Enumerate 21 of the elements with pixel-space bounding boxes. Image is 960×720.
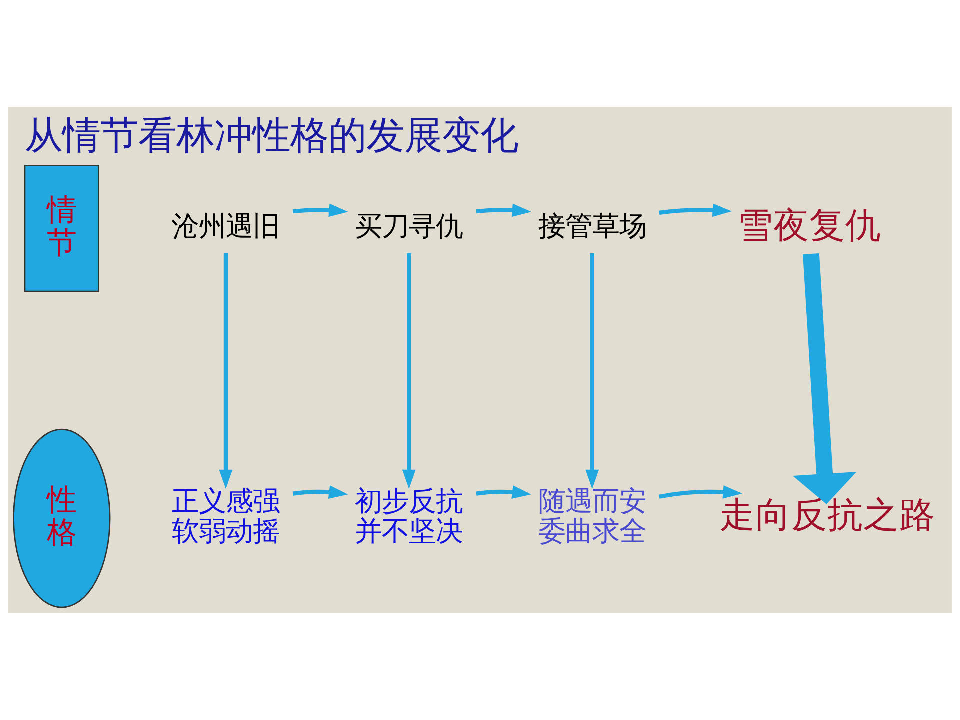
arrow — [292, 486, 348, 499]
node-text: 初步反抗并不坚决 — [355, 486, 464, 548]
arrow — [402, 254, 416, 490]
diagram-title: 从情节看林冲性格的发展变化 — [24, 114, 518, 159]
arrow — [659, 486, 742, 499]
node-text: 沧州遇旧 — [172, 212, 280, 243]
arrow — [476, 486, 532, 499]
node-text: 买刀寻仇 — [355, 212, 464, 243]
node-text: 接管草场 — [538, 212, 646, 243]
node-text: 雪夜复仇 — [738, 205, 882, 246]
arrow — [219, 254, 233, 490]
arrow — [476, 204, 532, 218]
node-box: 情节 — [24, 165, 100, 292]
arrow — [293, 204, 348, 218]
node-text: 随遇而安委曲求全 — [538, 486, 646, 548]
arrow — [659, 204, 732, 218]
node-ellipse: 性格 — [13, 428, 111, 608]
arrow — [586, 254, 600, 490]
node-text: 正义感强软弱动摇 — [172, 486, 280, 548]
node-text: 走向反抗之路 — [720, 495, 936, 536]
arrow — [792, 254, 857, 504]
